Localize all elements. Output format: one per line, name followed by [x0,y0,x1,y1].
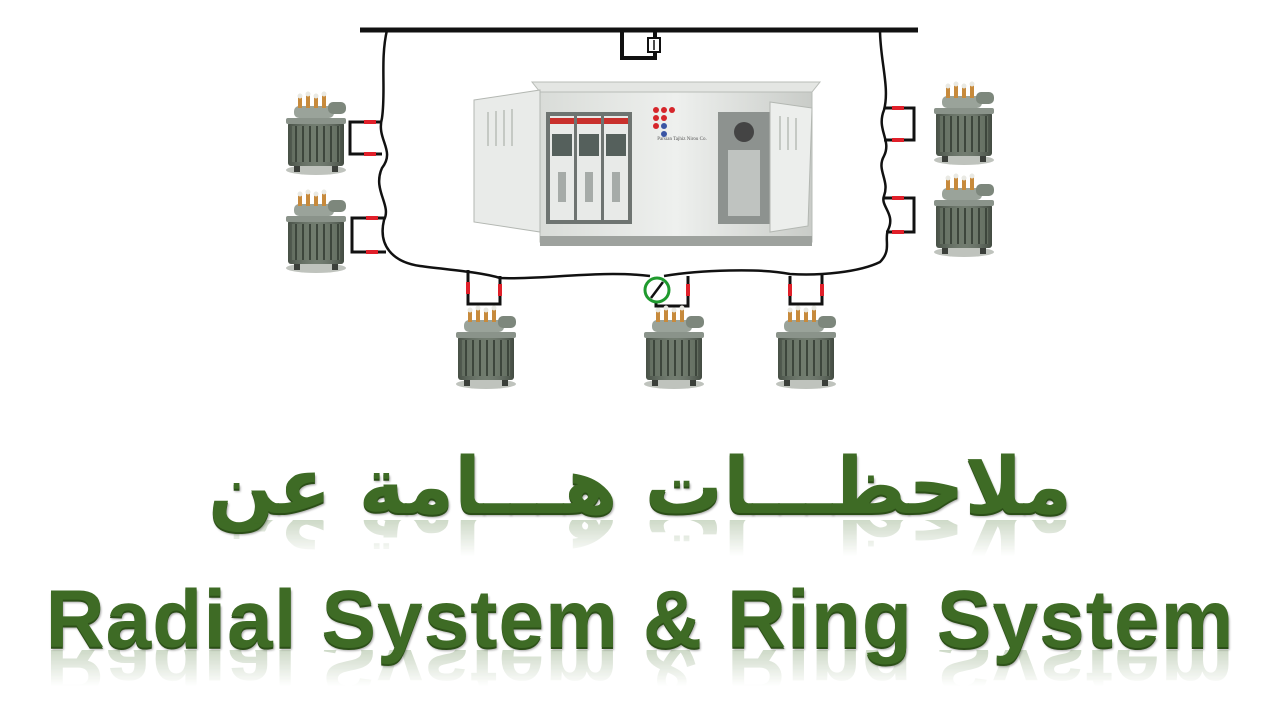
transformer-icon [933,80,995,166]
transformer-icon [285,188,347,274]
tap-left-upper [348,120,382,156]
arabic-title: ملاحظـــات هـــامة عن [207,442,1073,532]
company-logo-text: Parsian Tajhiz Nirou Co. [657,137,707,142]
english-title: Radial System & Ring System [45,574,1235,665]
transformer-icon [933,172,995,258]
tap-right-upper [884,106,916,142]
open-switch-icon [643,276,671,304]
transformer-icon [285,90,347,176]
tap-bottom-right [788,274,824,306]
busbar [360,27,918,60]
tap-bottom-left [466,270,502,306]
transformer-icon [643,304,705,390]
transformer-icon [455,304,517,390]
fuse-icon [647,37,661,53]
company-logo: Parsian Tajhiz Nirou Co. [653,107,707,142]
tap-right-lower [884,196,916,234]
ring-network-diagram: Parsian Tajhiz Nirou Co. [285,27,995,390]
tap-left-lower [350,216,386,254]
transformer-icon [775,304,837,390]
ring-cable [377,29,892,280]
kiosk-substation-icon: Parsian Tajhiz Nirou Co. [473,81,822,246]
switchgear-panels [550,116,628,220]
